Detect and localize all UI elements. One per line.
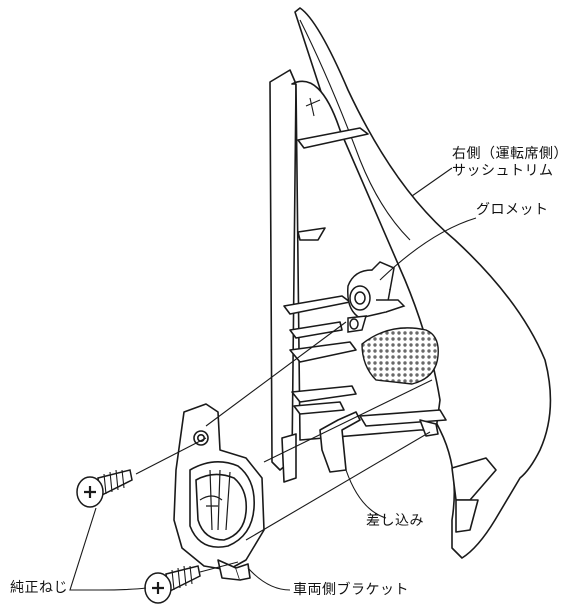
assembly-lines	[135, 321, 433, 573]
sash-trim-label: 右側（運転席側） サッシュトリム	[452, 146, 568, 180]
speaker-grill	[361, 327, 439, 385]
insert-label: 差し込み	[366, 513, 424, 529]
grommet	[347, 261, 406, 333]
vehicle-bracket-label: 車両側ブラケット	[293, 582, 409, 598]
sash-trim	[269, 7, 552, 559]
screw-upper	[76, 469, 133, 508]
grommet-label: グロメット	[476, 202, 549, 218]
sash-trim-label-line2: サッシュトリム	[452, 163, 554, 179]
sash-trim-label-line1: 右側（運転席側）	[452, 146, 568, 162]
screw-lower	[144, 565, 201, 604]
genuine-screw-label: 純正ねじ	[10, 580, 68, 596]
leader-lines	[69, 167, 477, 591]
vehicle-bracket	[173, 403, 265, 581]
